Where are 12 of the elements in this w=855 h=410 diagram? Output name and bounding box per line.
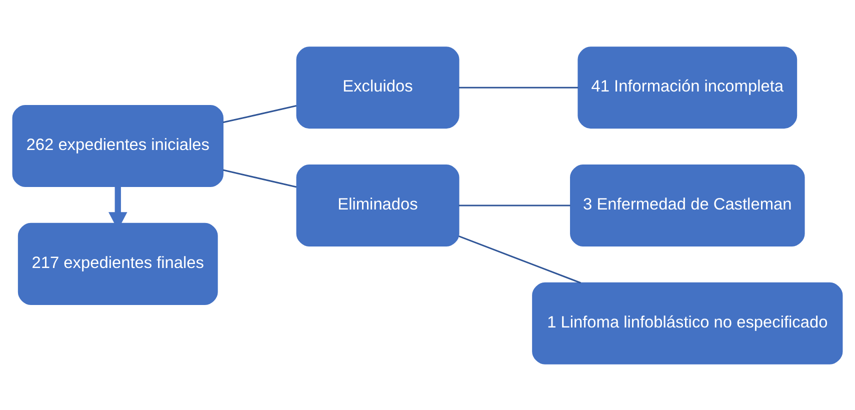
connector [458, 204, 570, 206]
connector [222, 104, 297, 123]
node-box: 1 Linfoma linfoblástico no especificado [532, 282, 843, 364]
node-box: 262 expedientes iniciales [12, 104, 224, 187]
connector [458, 234, 581, 284]
connector [458, 86, 578, 88]
node-box: 41 Información incompleta [578, 46, 798, 128]
node-box: 217 expedientes finales [18, 222, 218, 304]
node-box: 3 Enfermedad de Castleman [570, 164, 805, 246]
connector [222, 168, 297, 188]
node-box: Eliminados [296, 164, 460, 246]
node-box: Excluidos [296, 46, 460, 128]
